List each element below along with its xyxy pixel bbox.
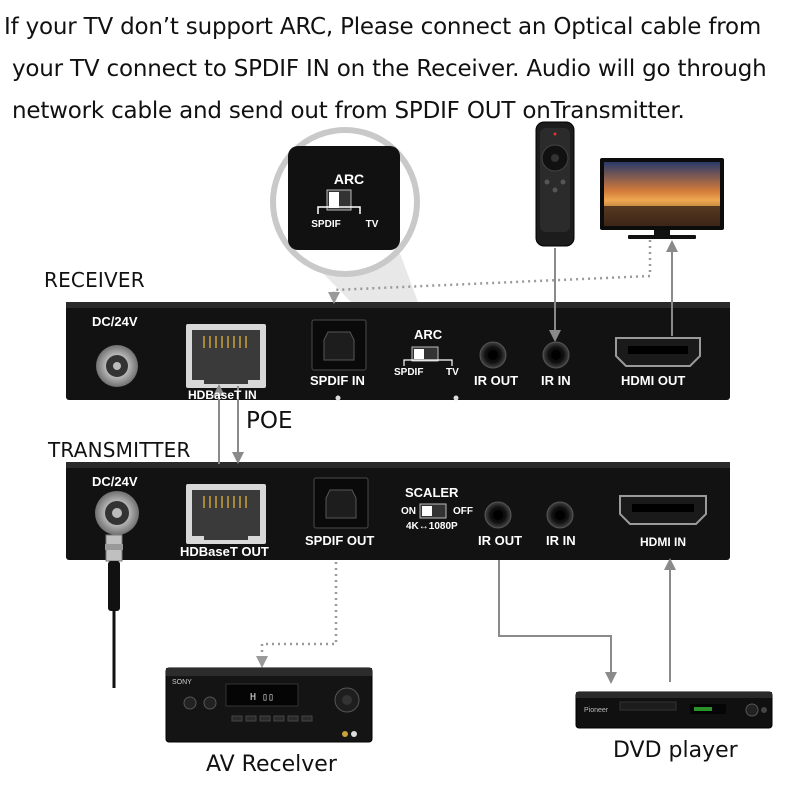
dvd-player-device: Pioneer — [575, 691, 773, 729]
zoom-arc-label: ARC — [334, 171, 364, 187]
receiver-switch-right: TV — [446, 367, 459, 378]
intro-line-2: your TV connect to SPDIF IN on the Recei… — [12, 56, 767, 82]
receiver-hdmi-label: HDMI OUT — [621, 373, 686, 388]
receiver-title: RECEIVER — [44, 268, 145, 292]
transmitter-hdmi-label: HDMI IN — [640, 535, 686, 549]
receiver-spdif-label: SPDIF IN — [310, 373, 365, 388]
poe-label: POE — [246, 408, 293, 434]
receiver-hdbaset-label: HDBaseT IN — [188, 388, 257, 402]
connection-lines — [213, 240, 678, 684]
optical-av-line — [260, 562, 338, 662]
transmitter-switch-right: OFF — [453, 506, 473, 517]
transmitter-title: TRANSMITTER — [48, 438, 191, 462]
ir-dvd-line — [498, 560, 612, 678]
transmitter-dc-label: DC/24V — [92, 474, 138, 489]
receiver-ir-in-label: IR IN — [541, 373, 571, 388]
zoom-spdif-label: SPDIF — [311, 219, 340, 230]
intro-line-1: If your TV don’t support ARC, Please con… — [4, 14, 762, 40]
av-receiver-device: H ▯▯ SONY — [165, 667, 373, 743]
dvd-brand: Pioneer — [584, 707, 609, 714]
svg-text:H ▯▯: H ▯▯ — [250, 692, 274, 703]
dvd-player-label: DVD player — [613, 738, 738, 763]
receiver-switch-title: ARC — [414, 327, 443, 342]
receiver-unit — [66, 302, 730, 401]
optical-tv-line — [332, 240, 652, 300]
transmitter-spdif-label: SPDIF OUT — [305, 533, 375, 548]
transmitter-unit — [66, 462, 730, 560]
av-receiver-label: AV Recelver — [206, 752, 337, 777]
transmitter-ir-in-label: IR IN — [546, 533, 576, 548]
transmitter-hdbaset-label: HDBaseT OUT — [180, 544, 269, 559]
transmitter-switch-left: ON — [401, 506, 416, 517]
receiver-switch-left: SPDIF — [394, 367, 424, 378]
transmitter-switch-title: SCALER — [405, 485, 459, 500]
zoom-tv-label: TV — [366, 219, 379, 230]
zoom-switch-knob — [329, 192, 339, 208]
remote-control — [535, 121, 575, 247]
intro-text: If your TV don’t support ARC, Please con… — [4, 6, 800, 132]
receiver-ir-out-label: IR OUT — [474, 373, 519, 388]
intro-line-3: network cable and send out from SPDIF OU… — [12, 98, 685, 124]
power-cable — [105, 534, 123, 688]
receiver-dc-label: DC/24V — [92, 314, 138, 329]
av-brand: SONY — [172, 679, 192, 686]
tv-icon — [600, 158, 724, 239]
transmitter-ir-out-label: IR OUT — [478, 533, 523, 548]
transmitter-switch-sub: 4K↔1080P — [406, 521, 458, 532]
